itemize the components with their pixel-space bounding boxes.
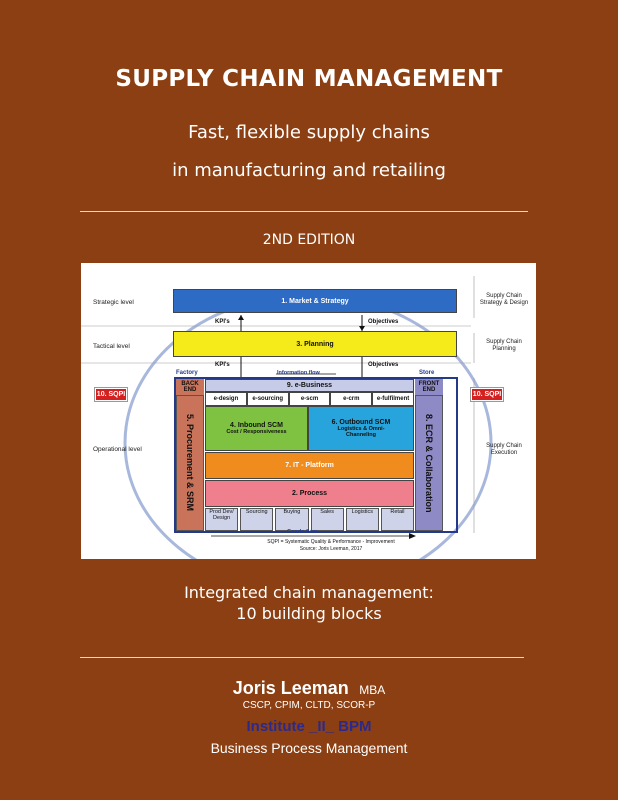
author-name: Joris Leeman xyxy=(232,678,349,698)
planning-box: 3. Planning xyxy=(173,331,457,357)
it-platform-box: 7. IT - Platform xyxy=(205,452,414,479)
ebusiness-items-row: e-design e-sourcing e-scm e-crm e-fulfil… xyxy=(205,392,414,406)
caption-line-2: 10 building blocks xyxy=(236,604,382,623)
process-steps-row: Prod Dev/ Design Sourcing Buying Sales L… xyxy=(205,508,415,531)
process-step: Logistics xyxy=(345,508,379,531)
author-certifications: CSCP, CPIM, CLTD, SCOR-P xyxy=(242,700,376,711)
process-step: Retail xyxy=(380,508,415,531)
market-strategy-box: 1. Market & Strategy xyxy=(173,289,457,313)
ecr-label: 8. ECR & Collaboration xyxy=(424,413,434,513)
divider-top xyxy=(80,211,528,212)
inbound-subtitle: Cost / Responsiveness xyxy=(226,429,287,435)
store-label: Store xyxy=(419,370,435,376)
process-step: Prod Dev/ Design xyxy=(205,508,239,531)
outbound-scm-box: 6. Outbound SCM Logistics & Omni-Channel… xyxy=(308,406,414,451)
footnote-sqpi: SQPI = Systematic Quality & Performance … xyxy=(267,539,395,545)
inbound-title: 4. Inbound SCM xyxy=(230,422,283,429)
subtitle-line-2: in manufacturing and retailing xyxy=(172,160,446,181)
process-step: Sourcing xyxy=(240,508,274,531)
process-box: 2. Process xyxy=(205,480,414,507)
ebusiness-box: 9. e-Business xyxy=(205,379,414,392)
author-degree: MBA xyxy=(359,683,386,697)
caption-line-1: Integrated chain management: xyxy=(184,583,434,602)
sqpi-left-badge: 10. SQPI xyxy=(94,387,128,402)
strategic-level-label: Strategic level xyxy=(93,299,134,306)
footnote-source: Source: Joris Leeman, 2017 xyxy=(299,546,363,552)
process-step: Buying xyxy=(275,508,309,531)
objectives-top-label: Objectives xyxy=(368,319,399,325)
outbound-subtitle: Logistics & Omni-Channeling xyxy=(337,426,385,438)
institute-logo-text: Institute _II_ BPM xyxy=(246,718,372,735)
kpis-top-label: KPI's xyxy=(215,319,230,325)
factory-label: Factory xyxy=(176,370,198,376)
operational-level-label: Operational level xyxy=(93,446,142,453)
execution-frame xyxy=(174,377,458,533)
kpis-mid-label: KPI's xyxy=(215,362,230,368)
e-item: e-sourcing xyxy=(246,392,289,406)
institute-subtitle: Business Process Management xyxy=(210,740,408,756)
inbound-scm-box: 4. Inbound SCM Cost / Responsiveness xyxy=(205,406,308,451)
back-end-label: BACK END xyxy=(176,379,204,395)
edition-label: 2ND EDITION xyxy=(262,232,356,248)
planning-right-label: Supply Chain Planning xyxy=(486,339,522,352)
subtitle-line-1: Fast, flexible supply chains xyxy=(188,122,430,143)
e-item: e-scm xyxy=(288,392,331,406)
strategy-design-label: Supply Chain Strategy & Design xyxy=(479,293,529,306)
objectives-mid-label: Objectives xyxy=(368,362,399,368)
procurement-label: 5. Procurement & SRM xyxy=(185,414,195,512)
info-flow-label: Information flow xyxy=(277,370,320,376)
process-step: Sales xyxy=(310,508,344,531)
execution-right-label: Supply Chain Execution xyxy=(486,443,522,456)
front-end-label: FRONT END xyxy=(415,379,443,395)
e-item: e-design xyxy=(205,392,247,406)
procurement-srm-column: 5. Procurement & SRM xyxy=(176,395,204,531)
goods-flow-label: Goods flow xyxy=(287,529,317,535)
author-line: Joris Leeman MBA xyxy=(0,678,618,699)
sqpi-right-badge: 10. SQPI xyxy=(470,387,504,402)
supply-chain-diagram: Strategic level Tactical level Operation… xyxy=(81,263,536,559)
book-title: SUPPLY CHAIN MANAGEMENT xyxy=(115,66,503,92)
ecr-collaboration-column: 8. ECR & Collaboration xyxy=(415,395,443,531)
e-item: e-fulfilment xyxy=(372,392,414,406)
divider-bottom xyxy=(80,657,524,658)
tactical-level-label: Tactical level xyxy=(93,343,130,350)
e-item: e-crm xyxy=(330,392,373,406)
outbound-title: 6. Outbound SCM xyxy=(331,419,391,426)
